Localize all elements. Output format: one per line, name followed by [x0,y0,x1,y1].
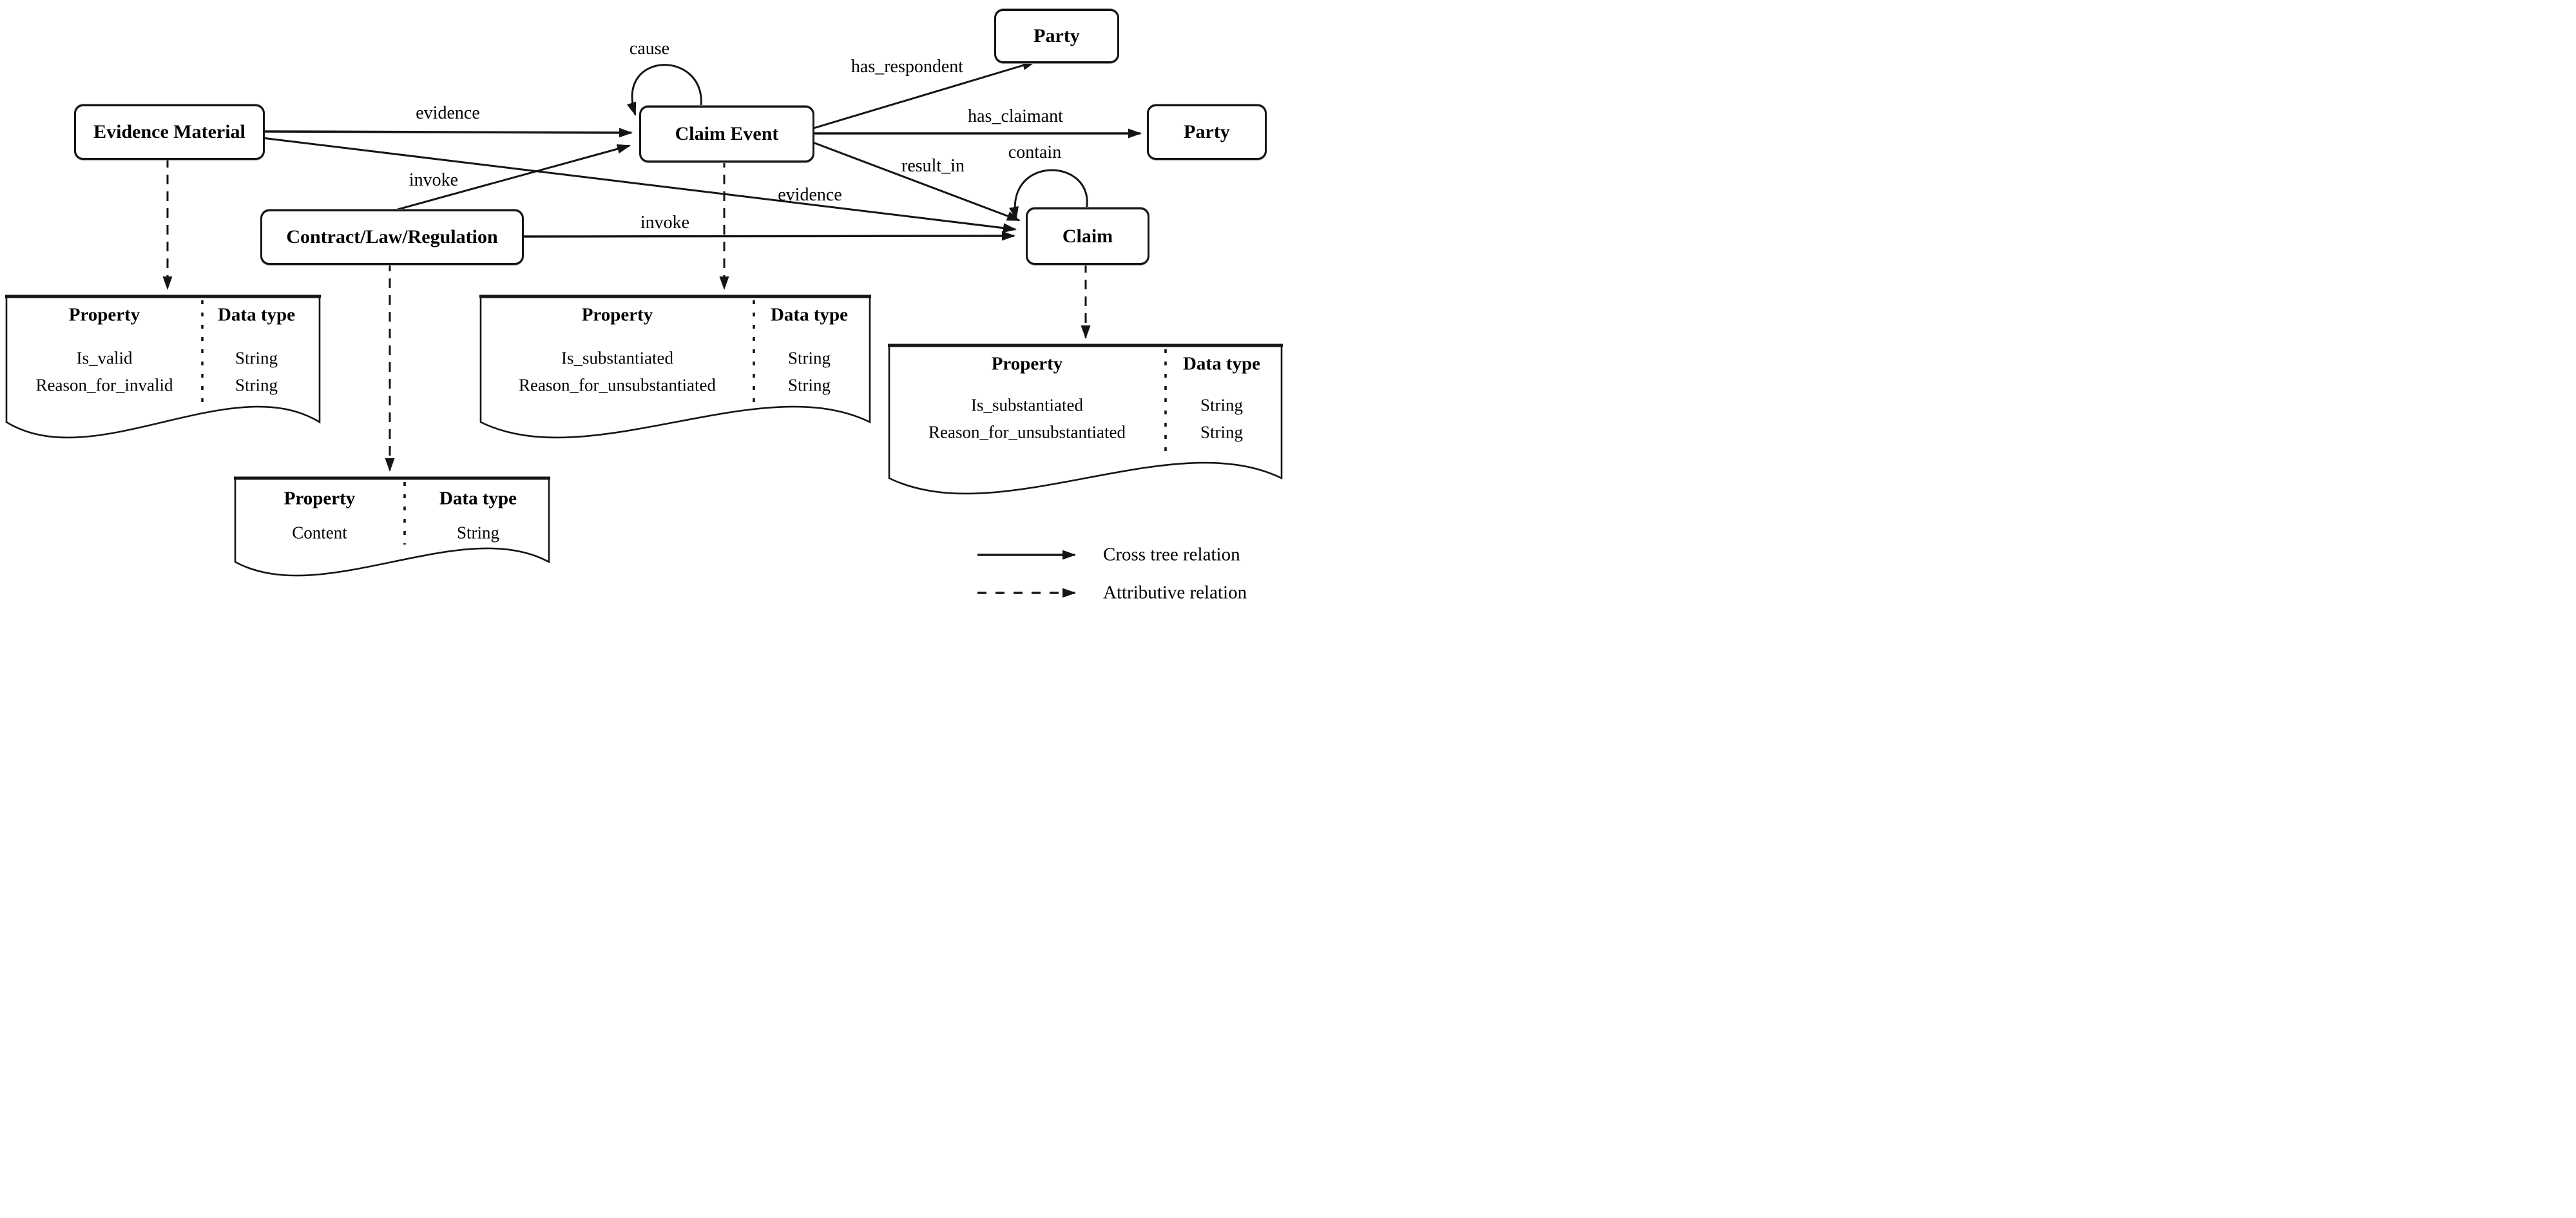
table-claim-event-row-data-type: String [787,375,831,395]
table-claim-row-data-type: String [1200,422,1244,442]
edge-evidence-to-claim-event-line [262,128,633,138]
table-claim-header-data-type: Data type [1182,353,1261,374]
ontology-diagram: Evidence Material Claim Event Party Part… [0,0,1288,609]
table-claim-event-header-property: Property [581,304,653,325]
table-evidence-material-header-property: Property [68,304,140,325]
edge-invoke-to-claim-line [520,231,1015,241]
table-contract-row-property: Content [292,523,347,543]
edge-label-invoke-to-claim: invoke [640,213,690,233]
diagram-canvas [5,61,1283,598]
edge-invoke-to-claim-event-line [397,144,631,211]
node-contract-law-regulation: Contract/Law/Regulation [260,209,524,265]
table-contract-header-property: Property [284,488,356,509]
table-contract-row-data-type: String [456,523,500,543]
table-claim-event-row-property: Is_substantiated [561,348,673,368]
table-evidence-material-row-property: Is_valid [76,348,133,368]
table-claim-event-header-data-type: Data type [770,304,849,325]
table-claim-row-data-type: String [1200,395,1244,415]
edge-has-respondent-line [811,61,1036,130]
edge-evidence-to-claim-line [262,137,1017,233]
node-claim: Claim [1026,208,1149,265]
table-claim-row-property: Reason_for_unsubstantiated [928,422,1126,442]
table-shape-evidence-material [5,295,321,439]
table-shape-claim-event [479,295,871,439]
edge-cause-self-loop [626,64,702,116]
table-evidence-material-row-data-type: String [235,348,278,368]
node-evidence-material: Evidence Material [74,104,265,160]
edge-label-evidence-to-claim-event: evidence [416,103,480,123]
node-party-top: Party [994,9,1119,63]
table-evidence-material-header-data-type: Data type [217,304,296,325]
node-party-right: Party [1147,104,1267,160]
edge-label-has-respondent: has_respondent [851,57,964,77]
edge-label-cause: cause [629,39,670,59]
legend-cross-tree-label: Cross tree relation [1103,544,1240,565]
table-shape-contract [234,476,550,577]
edge-label-has-claimant: has_claimant [968,106,1063,126]
edge-label-invoke-to-claim-event: invoke [409,170,459,190]
table-evidence-material-row-data-type: String [235,375,278,395]
table-claim-event-row-property: Reason_for_unsubstantiated [519,375,716,395]
table-evidence-material-row-property: Reason_for_invalid [35,375,173,395]
node-claim-event: Claim Event [639,106,814,162]
edge-label-result-in: result_in [901,156,965,176]
edge-result-in-line [811,140,1021,222]
edge-contain-self-loop [1009,169,1088,220]
table-claim-row-property: Is_substantiated [971,395,1083,415]
edge-label-contain: contain [1008,142,1062,162]
edge-label-evidence-to-claim: evidence [778,185,842,205]
legend-attributive-label: Attributive relation [1103,582,1247,603]
table-claim-event-row-data-type: String [787,348,831,368]
table-claim-header-property: Property [991,353,1063,374]
table-shape-claim [888,343,1283,495]
table-contract-header-data-type: Data type [439,488,517,509]
